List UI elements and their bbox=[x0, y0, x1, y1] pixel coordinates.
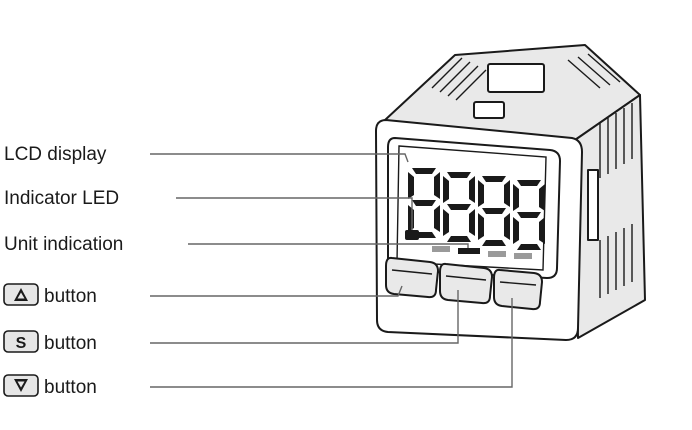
triangle-down-icon bbox=[14, 379, 28, 392]
up-key[interactable] bbox=[385, 256, 439, 299]
up-key-icon bbox=[3, 283, 39, 306]
s-key-icon bbox=[3, 330, 39, 353]
triangle-up-icon bbox=[14, 288, 28, 301]
label-up-button: button bbox=[3, 283, 97, 307]
leader-indicator-led bbox=[176, 197, 413, 230]
svg-text:button: button bbox=[44, 377, 97, 398]
label-set-button: S button bbox=[3, 330, 97, 354]
label-down-button: button bbox=[3, 374, 97, 398]
indicator-led bbox=[405, 230, 419, 240]
lcd-window-inner bbox=[396, 145, 547, 271]
label-lcd-display: LCD display bbox=[4, 144, 107, 165]
leader-down-button bbox=[150, 298, 513, 388]
top-vents-left bbox=[431, 57, 487, 101]
lcd-window bbox=[387, 137, 561, 279]
svg-text:button: button bbox=[44, 333, 97, 354]
s-key-glyph: S bbox=[16, 335, 27, 352]
svg-text:button: button bbox=[44, 286, 97, 307]
label-unit-indication: Unit indication bbox=[4, 234, 123, 255]
top-vents-right bbox=[567, 53, 621, 89]
leader-lines bbox=[150, 153, 513, 388]
leader-up-button bbox=[150, 285, 403, 297]
lcd-digit-2 bbox=[443, 172, 475, 242]
lcd-digit-3 bbox=[478, 176, 510, 246]
leader-set-button bbox=[150, 290, 459, 344]
leader-lcd-display bbox=[150, 153, 409, 163]
label-indicator-led: Indicator LED bbox=[4, 188, 119, 209]
lcd-digits bbox=[408, 168, 545, 250]
side-vents-top bbox=[599, 103, 633, 178]
digital-panel-meter bbox=[375, 44, 646, 341]
top-latch bbox=[487, 63, 545, 93]
set-key[interactable] bbox=[439, 262, 493, 305]
lcd-digit-4 bbox=[513, 180, 545, 250]
leader-unit-indication bbox=[188, 243, 469, 248]
down-key-icon bbox=[3, 374, 39, 397]
unit-indication-marks bbox=[432, 246, 532, 259]
top-clip bbox=[473, 101, 505, 119]
lcd-digit-1 bbox=[408, 168, 440, 238]
side-vents-bottom bbox=[599, 224, 633, 298]
down-key[interactable] bbox=[493, 268, 543, 311]
side-clip bbox=[587, 169, 599, 241]
